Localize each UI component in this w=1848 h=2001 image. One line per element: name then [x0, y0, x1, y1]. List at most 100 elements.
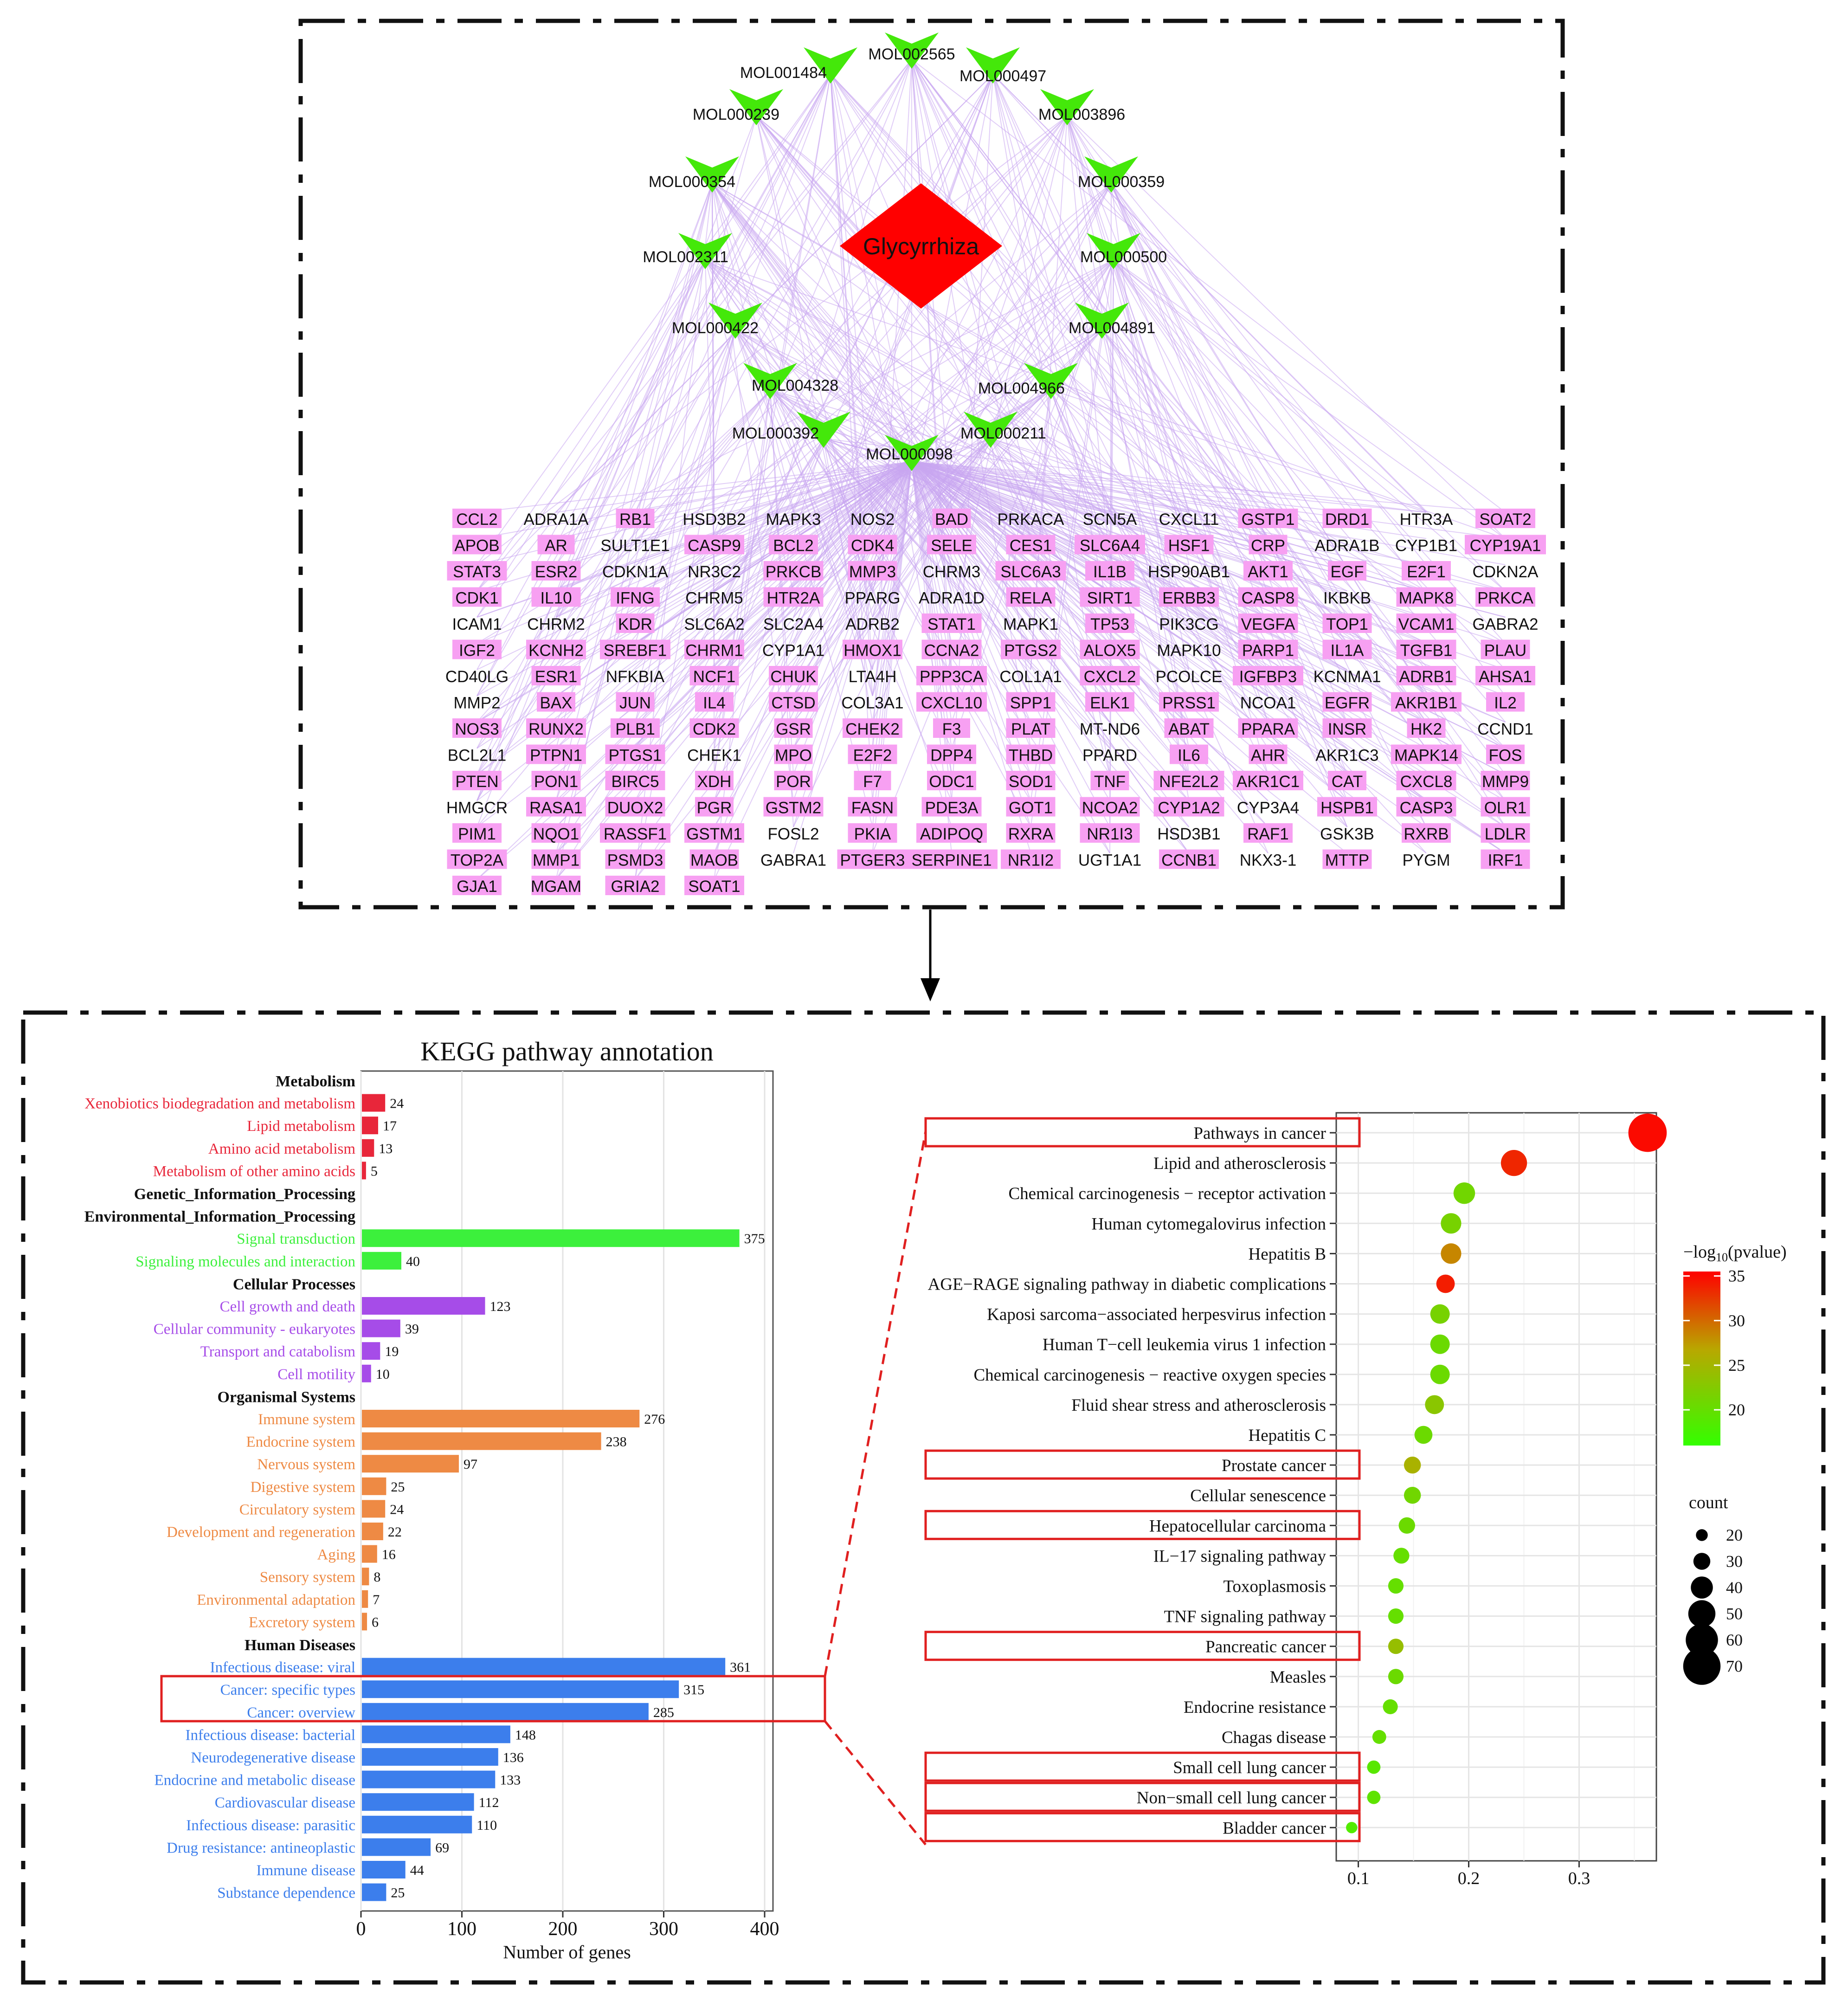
target-node-vegfa[interactable]	[1238, 613, 1298, 633]
target-node-gstm2[interactable]	[763, 797, 824, 817]
target-node-soat2[interactable]	[1475, 509, 1535, 528]
target-node-elk1[interactable]	[1085, 692, 1134, 712]
target-node-il6[interactable]	[1170, 744, 1208, 764]
target-node-slc6a4[interactable]	[1075, 535, 1145, 555]
target-node-gria2[interactable]	[605, 876, 665, 895]
dot-plot-point[interactable]	[1367, 1790, 1381, 1804]
target-node-parp1[interactable]	[1238, 639, 1298, 659]
kegg-bar[interactable]	[362, 1117, 378, 1135]
dot-plot-point[interactable]	[1430, 1364, 1450, 1384]
compound-node-mol000422[interactable]	[708, 303, 762, 339]
kegg-bar[interactable]	[362, 1815, 472, 1833]
target-node-dpp4[interactable]	[927, 744, 976, 764]
target-node-il10[interactable]	[531, 587, 581, 607]
kegg-bar[interactable]	[362, 1590, 368, 1608]
target-node-soat1[interactable]	[684, 876, 744, 895]
target-node-cdk1[interactable]	[452, 587, 502, 607]
compound-node-mol003896[interactable]	[1040, 89, 1094, 125]
target-node-il2[interactable]	[1486, 692, 1525, 712]
compound-node-mol000211[interactable]	[964, 412, 1017, 448]
target-node-rxra[interactable]	[1006, 823, 1056, 843]
target-node-mmp3[interactable]	[848, 561, 897, 581]
target-node-igfbp3[interactable]	[1233, 666, 1303, 685]
dot-plot-point[interactable]	[1453, 1182, 1475, 1204]
target-node-pten[interactable]	[452, 771, 502, 790]
target-node-mmp1[interactable]	[531, 849, 581, 869]
target-node-sirt1[interactable]	[1080, 587, 1140, 607]
target-node-cdk4[interactable]	[848, 535, 897, 555]
target-node-egfr[interactable]	[1322, 692, 1372, 712]
compound-node-mol000500[interactable]	[1087, 233, 1140, 269]
target-node-akr1c1[interactable]	[1233, 771, 1303, 790]
target-node-igf2[interactable]	[452, 639, 502, 659]
compound-node-mol000354[interactable]	[685, 156, 739, 193]
target-node-ccl2[interactable]	[452, 509, 502, 528]
target-node-vcam1[interactable]	[1396, 613, 1456, 633]
target-node-apob[interactable]	[452, 535, 502, 555]
target-node-ncf1[interactable]	[689, 666, 739, 685]
target-node-il1b[interactable]	[1085, 561, 1134, 581]
target-node-akt1[interactable]	[1243, 561, 1293, 581]
target-node-olr1[interactable]	[1481, 797, 1530, 817]
target-node-pgr[interactable]	[695, 797, 734, 817]
dot-plot-point[interactable]	[1367, 1760, 1381, 1774]
target-node-runx2[interactable]	[526, 718, 586, 738]
target-node-psmd3[interactable]	[605, 849, 665, 869]
target-node-tgfb1[interactable]	[1396, 639, 1456, 659]
dot-plot-point[interactable]	[1441, 1243, 1462, 1264]
dot-plot-point[interactable]	[1628, 1113, 1667, 1152]
target-node-casp3[interactable]	[1396, 797, 1456, 817]
target-node-ptgs1[interactable]	[605, 744, 665, 764]
compound-node-mol000359[interactable]	[1084, 156, 1138, 193]
kegg-bar[interactable]	[362, 1793, 474, 1811]
target-node-ces1[interactable]	[1006, 535, 1056, 555]
kegg-bar[interactable]	[362, 1613, 367, 1631]
target-node-cdk2[interactable]	[689, 718, 739, 738]
target-node-gsr[interactable]	[774, 718, 813, 738]
kegg-bar[interactable]	[362, 1838, 431, 1856]
dot-plot-point[interactable]	[1383, 1699, 1398, 1714]
target-node-birc5[interactable]	[605, 771, 665, 790]
kegg-bar[interactable]	[362, 1252, 401, 1270]
target-node-nr1i2[interactable]	[1001, 849, 1061, 869]
target-node-pon1[interactable]	[531, 771, 581, 790]
target-node-plb1[interactable]	[611, 718, 660, 738]
target-node-hsf1[interactable]	[1164, 535, 1214, 555]
target-node-pim1[interactable]	[452, 823, 502, 843]
kegg-bar[interactable]	[362, 1432, 601, 1450]
target-node-fos[interactable]	[1486, 744, 1525, 764]
kegg-bar[interactable]	[362, 1139, 374, 1157]
target-node-por[interactable]	[774, 771, 813, 790]
target-node-ptger3[interactable]	[837, 849, 908, 869]
target-node-gstp1[interactable]	[1238, 509, 1298, 528]
compound-node-mol001484[interactable]	[804, 47, 857, 84]
target-node-kdr[interactable]	[616, 613, 655, 633]
target-node-adipoq[interactable]	[916, 823, 987, 843]
target-node-serpine1[interactable]	[906, 849, 998, 869]
compound-node-mol000098[interactable]	[885, 435, 939, 471]
target-node-e2f2[interactable]	[848, 744, 897, 764]
target-node-esr1[interactable]	[531, 666, 581, 685]
target-node-gja1[interactable]	[452, 876, 502, 895]
target-node-sod1[interactable]	[1006, 771, 1056, 790]
dot-plot-point[interactable]	[1404, 1456, 1421, 1474]
dot-plot-point[interactable]	[1404, 1486, 1421, 1504]
compound-node-mol004328[interactable]	[743, 363, 797, 399]
target-node-egf[interactable]	[1328, 561, 1366, 581]
kegg-bar[interactable]	[362, 1162, 366, 1180]
target-node-rxrb[interactable]	[1402, 823, 1451, 843]
target-node-rela[interactable]	[1006, 587, 1056, 607]
compound-node-mol004891[interactable]	[1075, 303, 1129, 339]
target-node-hmox1[interactable]	[843, 639, 902, 659]
target-node-slc6a3[interactable]	[995, 561, 1066, 581]
dot-plot-point[interactable]	[1430, 1304, 1450, 1324]
target-node-mgam[interactable]	[531, 876, 581, 895]
target-node-sele[interactable]	[927, 535, 976, 555]
target-node-alox5[interactable]	[1080, 639, 1140, 659]
compound-node-mol000239[interactable]	[729, 89, 783, 125]
target-node-drd1[interactable]	[1322, 509, 1372, 528]
target-node-f7[interactable]	[854, 771, 891, 790]
target-node-bcl2[interactable]	[769, 535, 818, 555]
target-node-odc1[interactable]	[927, 771, 976, 790]
target-node-tp53[interactable]	[1085, 613, 1134, 633]
